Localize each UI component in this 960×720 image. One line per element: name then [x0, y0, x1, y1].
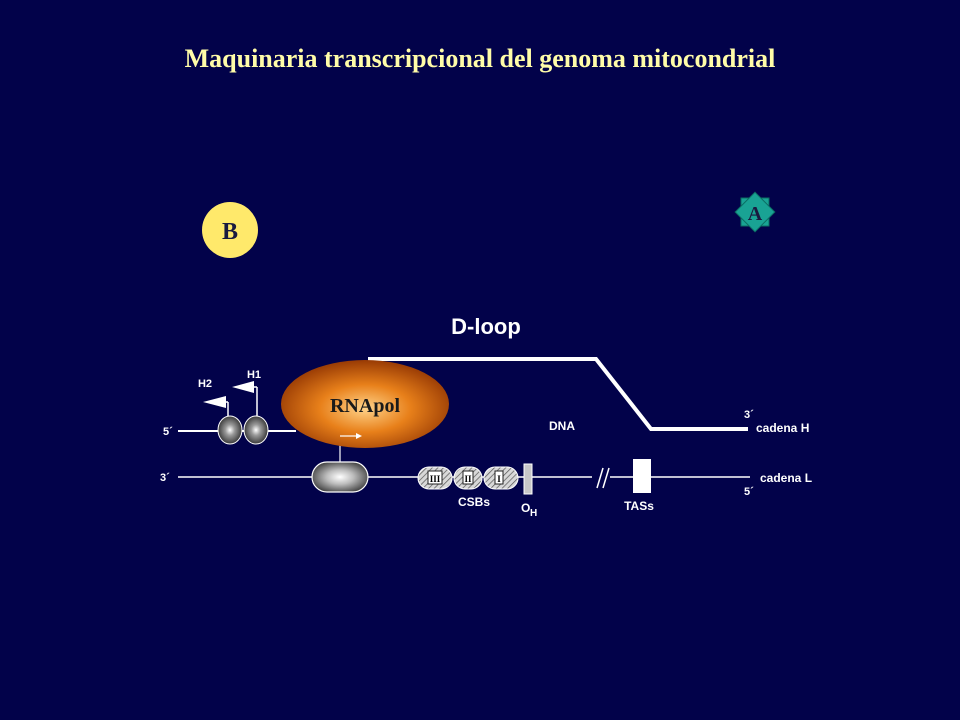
- rnapol-label: RNApol: [330, 395, 400, 417]
- promoter-h2: [203, 396, 229, 418]
- csb-i: I: [483, 466, 519, 490]
- oh-label-o: O: [521, 501, 530, 515]
- tass-box: [633, 459, 651, 493]
- three-prime-h-label: 3´: [744, 409, 754, 421]
- csb-i-label: I: [497, 474, 501, 484]
- badge-a-label: A: [748, 203, 763, 225]
- csb-ii-label: II: [464, 474, 472, 484]
- badge-b-label: B: [222, 219, 238, 245]
- dna-label: DNA: [549, 419, 575, 433]
- page-title: Maquinaria transcripcional del genoma mi…: [184, 44, 776, 73]
- oh-label-h: H: [530, 508, 537, 519]
- csb-iii-label: III: [430, 474, 441, 484]
- five-prime-l-label: 5´: [744, 486, 754, 498]
- rnapol: RNApol: [281, 360, 449, 448]
- five-prime-h-label: 5´: [163, 426, 173, 438]
- protein-oval-h2: [217, 415, 243, 445]
- oh-origin: [523, 463, 533, 495]
- three-prime-l-label: 3´: [160, 472, 170, 484]
- h2-label: H2: [198, 378, 212, 390]
- badge-b: B: [202, 202, 258, 258]
- dloop-label: D-loop: [451, 314, 521, 339]
- h1-label: H1: [247, 369, 261, 381]
- protein-oval-h1: [243, 415, 269, 445]
- cadena-l-label: cadena L: [760, 471, 812, 485]
- tass-label: TASs: [624, 499, 654, 513]
- promoter-h1: [232, 381, 258, 418]
- badge-a: A: [734, 191, 776, 233]
- csbs-label: CSBs: [458, 495, 490, 509]
- csb-ii: II: [453, 466, 483, 490]
- tfam-protein: [311, 461, 369, 493]
- cadena-h-label: cadena H: [756, 421, 809, 435]
- csb-iii: III: [417, 466, 453, 490]
